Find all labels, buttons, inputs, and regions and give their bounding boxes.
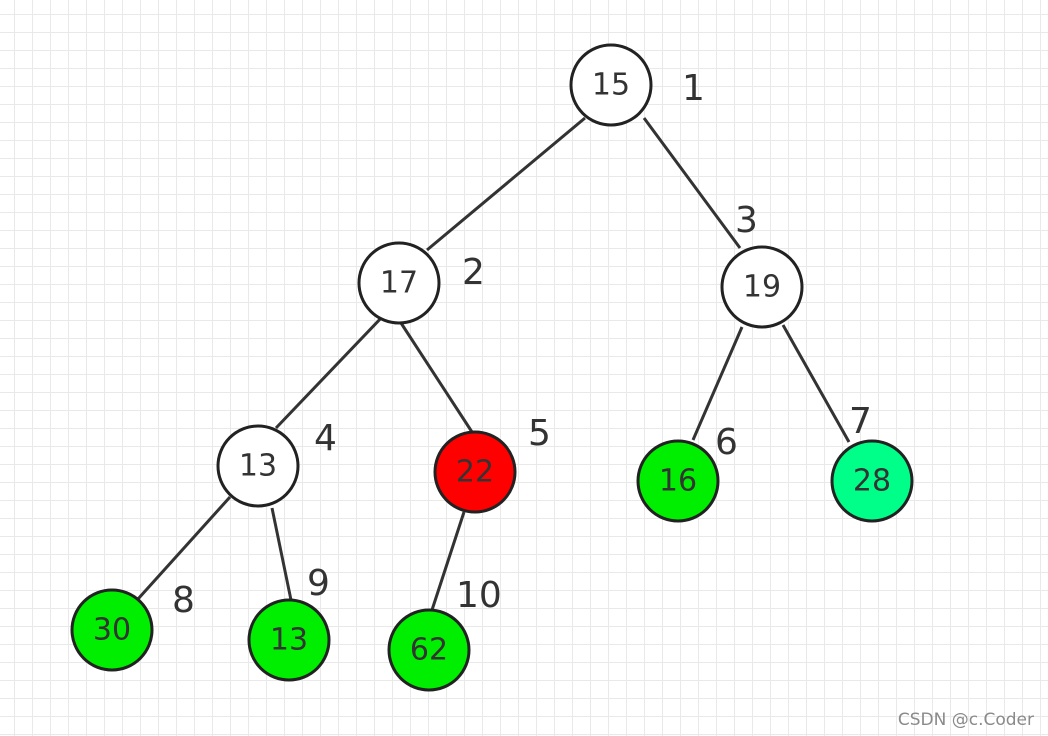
node-index-label: 2 bbox=[462, 252, 485, 293]
tree-edge bbox=[430, 511, 466, 611]
tree-edge bbox=[270, 507, 293, 601]
tree-edge bbox=[691, 326, 744, 441]
node-index-label: 6 bbox=[715, 422, 738, 463]
node-value: 16 bbox=[659, 464, 697, 499]
tree-edge bbox=[642, 117, 742, 249]
node-value: 13 bbox=[270, 623, 308, 658]
node-circle bbox=[216, 424, 300, 508]
node-value: 15 bbox=[592, 68, 630, 103]
node-value: 19 bbox=[743, 270, 781, 305]
node-value: 13 bbox=[239, 449, 277, 484]
tree-edge bbox=[399, 322, 474, 433]
tree-node: 17 2 bbox=[357, 241, 485, 325]
tree-node: 16 6 bbox=[636, 422, 738, 523]
node-value: 28 bbox=[853, 464, 891, 499]
node-index-label: 5 bbox=[528, 413, 551, 454]
tree-node: 30 8 bbox=[70, 580, 195, 672]
node-index-label: 10 bbox=[456, 575, 502, 616]
watermark: CSDN @c.Coder bbox=[897, 710, 1034, 730]
node-circle bbox=[569, 43, 653, 127]
node-value: 17 bbox=[380, 266, 418, 301]
node-circle bbox=[636, 439, 720, 523]
tree-node: 15 1 bbox=[569, 43, 705, 127]
tree-node: 13 4 bbox=[216, 418, 337, 508]
node-circle bbox=[433, 430, 517, 514]
node-index-label: 9 bbox=[307, 563, 330, 604]
tree-node: 19 3 bbox=[720, 200, 804, 329]
tree-node: 22 5 bbox=[433, 413, 551, 514]
node-index-label: 7 bbox=[849, 401, 872, 442]
node-value: 62 bbox=[410, 633, 448, 668]
node-circle bbox=[387, 608, 471, 692]
node-circle bbox=[247, 598, 331, 682]
node-circle bbox=[357, 241, 441, 325]
node-index-label: 1 bbox=[682, 68, 705, 109]
tree-node: 28 7 bbox=[830, 401, 914, 523]
node-index-label: 4 bbox=[314, 418, 337, 459]
tree-edge bbox=[781, 324, 851, 443]
tree-edge bbox=[426, 116, 586, 252]
node-value: 30 bbox=[93, 613, 131, 648]
node-circle bbox=[720, 245, 804, 329]
tree-node: 13 9 bbox=[247, 563, 331, 682]
node-index-label: 8 bbox=[172, 580, 195, 621]
tree-edge bbox=[274, 314, 385, 430]
node-index-label: 3 bbox=[735, 200, 758, 241]
node-circle bbox=[70, 588, 154, 672]
node-circle bbox=[830, 439, 914, 523]
tree-edges bbox=[136, 116, 851, 611]
node-value: 22 bbox=[456, 455, 494, 490]
tree-edge bbox=[136, 495, 232, 601]
